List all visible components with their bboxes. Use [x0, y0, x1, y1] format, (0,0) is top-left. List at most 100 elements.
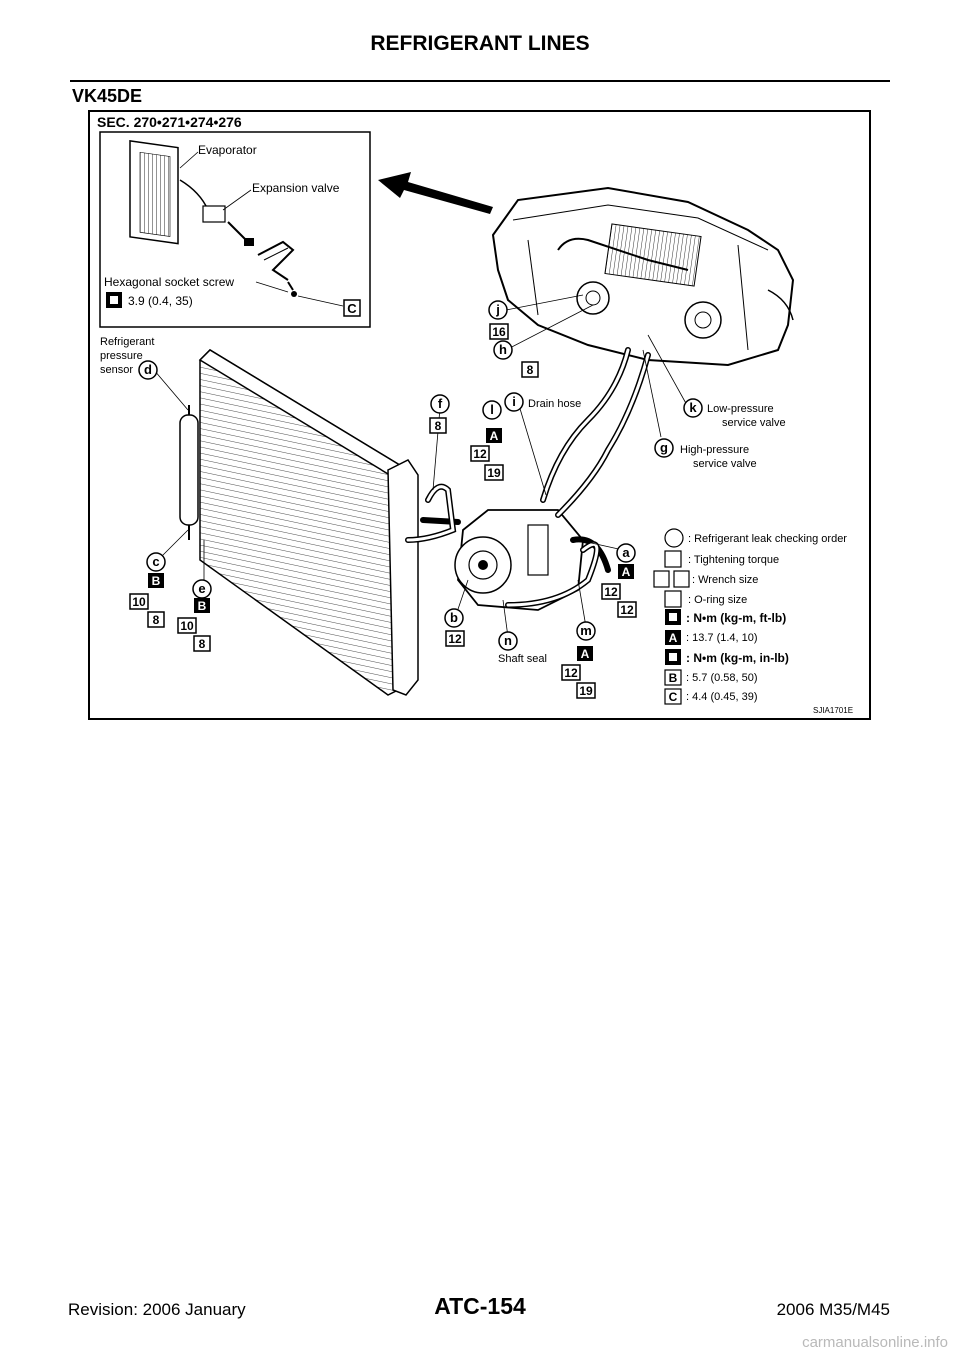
figure-code: SJIA1701E	[813, 706, 853, 715]
box-b-size: 12	[445, 630, 465, 647]
drain-hose-label: Drain hose	[528, 398, 581, 410]
box-c-size2: 8	[147, 611, 165, 628]
box-c-code: B	[148, 573, 164, 588]
page-title: REFRIGERANT LINES	[370, 32, 590, 55]
legend-a-value: : 13.7 (1.4, 10)	[686, 632, 758, 644]
legend-box-icon	[673, 570, 690, 588]
liquid-tank-drawing	[179, 414, 199, 526]
marker-i: i	[504, 392, 524, 412]
box-m-size2: 19	[576, 682, 596, 699]
svg-text:g: g	[660, 440, 668, 455]
inset-panel: Evaporator Expansion valve Hexagonal soc…	[99, 131, 371, 328]
expansion-valve-label: Expansion valve	[252, 181, 340, 195]
inset-torque-value: 3.9 (0.4, 35)	[128, 294, 193, 308]
section-title: VK45DE	[72, 86, 143, 106]
box-j-size: 16	[489, 323, 509, 340]
svg-text:8: 8	[153, 613, 160, 627]
hvac-unit-drawing	[491, 186, 795, 367]
svg-text:h: h	[499, 342, 507, 357]
watermark[interactable]: carmanualsonline.info	[802, 1334, 948, 1351]
header-rule	[70, 80, 890, 82]
sec-label: SEC. 270•271•274•276	[97, 114, 242, 130]
page-number: ATC-154	[434, 1293, 526, 1319]
marker-k: k	[683, 398, 703, 418]
svg-text:12: 12	[620, 603, 634, 617]
svg-text:16: 16	[492, 325, 506, 339]
pressure-sensor-label-3: sensor	[100, 364, 133, 376]
low-pressure-label-2: service valve	[722, 417, 786, 429]
legend-box-icon	[664, 550, 682, 568]
marker-n: n	[498, 631, 518, 651]
svg-text:12: 12	[604, 585, 618, 599]
svg-text:k: k	[689, 400, 697, 415]
high-pressure-label-2: service valve	[693, 458, 757, 470]
shaft-seal-label: Shaft seal	[498, 653, 547, 665]
svg-text:8: 8	[199, 637, 206, 651]
marker-b: b	[444, 608, 464, 628]
circled-letters: d c e f j h l i k g a b n m	[138, 300, 703, 651]
box-a-size1: 12	[601, 583, 621, 600]
legend-box-icon	[653, 570, 670, 588]
svg-text:12: 12	[564, 666, 578, 680]
svg-text:A: A	[490, 429, 499, 443]
svg-text:B: B	[152, 574, 161, 588]
legend: : Refrigerant leak checking order : Tigh…	[653, 528, 847, 705]
size-boxes: 16 8 8 A 12 19 B 10 8 B 10 8 12 A 12 12 …	[129, 323, 637, 699]
legend-leak-order: : Refrigerant leak checking order	[688, 533, 847, 545]
hex-screw-label: Hexagonal socket screw	[104, 275, 234, 289]
svg-text:j: j	[495, 302, 500, 317]
legend-b-code: B	[669, 671, 678, 685]
box-a-size2: 12	[617, 601, 637, 618]
evaporator-drawing	[129, 140, 179, 245]
legend-c-code: C	[669, 690, 678, 704]
legend-wrench: : Wrench size	[692, 574, 758, 586]
box-e-size2: 8	[193, 635, 211, 652]
pressure-sensor-label-1: Refrigerant	[100, 336, 154, 348]
box-h-size: 8	[521, 361, 539, 378]
box-m-code: A	[577, 646, 593, 661]
legend-tightening: : Tightening torque	[688, 554, 779, 566]
marker-d: d	[138, 360, 158, 380]
box-m-size1: 12	[561, 664, 581, 681]
high-pressure-label-1: High-pressure	[680, 444, 749, 456]
marker-e: e	[192, 579, 212, 599]
footer-revision: Revision: 2006 January	[68, 1300, 246, 1319]
marker-c: c	[146, 552, 166, 572]
svg-text:10: 10	[180, 619, 194, 633]
box-l-size1: 12	[470, 445, 490, 462]
marker-h: h	[493, 340, 513, 360]
low-pressure-label-1: Low-pressure	[707, 403, 774, 415]
detail-arrow	[378, 172, 493, 214]
svg-text:12: 12	[473, 447, 487, 461]
pressure-sensor-label-2: pressure	[100, 350, 143, 362]
box-f-size: 8	[429, 417, 447, 434]
marker-g: g	[654, 438, 674, 458]
inset-torque-code: C	[347, 301, 357, 316]
legend-oring: : O-ring size	[688, 594, 747, 606]
box-l-code: A	[486, 428, 502, 443]
svg-text:19: 19	[579, 684, 593, 698]
marker-m: m	[576, 621, 596, 641]
footer-model: 2006 M35/M45	[776, 1300, 890, 1319]
svg-text:l: l	[490, 402, 494, 417]
compressor-drawing	[454, 509, 584, 611]
svg-text:10: 10	[132, 595, 146, 609]
svg-text:n: n	[504, 633, 512, 648]
svg-text:e: e	[198, 581, 205, 596]
legend-b-value: : 5.7 (0.58, 50)	[686, 672, 758, 684]
svg-text:8: 8	[527, 363, 534, 377]
legend-unit-in: : N•m (kg-m, in-lb)	[686, 651, 789, 665]
box-e-code: B	[194, 598, 210, 613]
svg-text:m: m	[580, 623, 592, 638]
legend-circle-icon	[664, 528, 684, 548]
svg-text:12: 12	[448, 632, 462, 646]
marker-f: f	[430, 394, 450, 414]
box-c-size1: 10	[129, 593, 149, 610]
svg-text:19: 19	[487, 466, 501, 480]
box-a-code: A	[618, 564, 634, 579]
legend-box-icon	[664, 590, 682, 608]
legend-unit-ft: : N•m (kg-m, ft-lb)	[686, 611, 786, 625]
svg-text:a: a	[622, 545, 630, 560]
expansion-valve-drawing	[202, 205, 226, 223]
refrigerant-lines-figure: SEC. 270•271•274•276 Evaporator Expansio…	[88, 110, 871, 720]
